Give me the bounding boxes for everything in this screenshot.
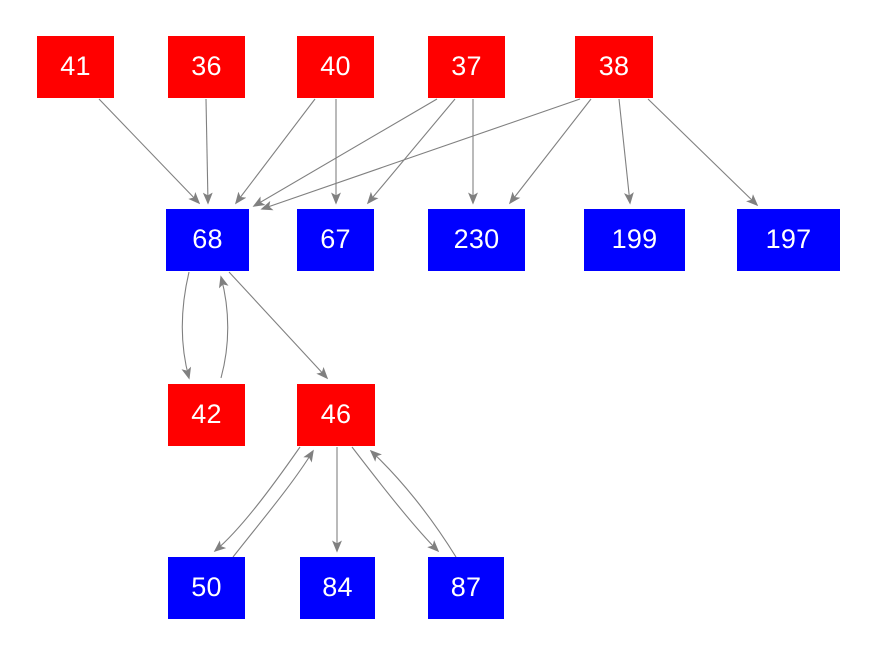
graph-edge-68-to-42 — [181, 271, 192, 380]
graph-edge-46-to-50 — [213, 446, 301, 553]
graph-edge-38-to-230 — [508, 98, 592, 205]
graph-edge-36-to-68 — [202, 98, 213, 205]
graph-edge-40-to-68 — [235, 98, 316, 205]
graph-node-50[interactable]: 50 — [168, 557, 245, 619]
graph-edge-46-to-87 — [351, 446, 440, 553]
graph-edge-37-to-67 — [366, 98, 456, 205]
graph-node-68[interactable]: 68 — [166, 209, 249, 271]
graph-node-label: 87 — [450, 571, 482, 602]
graph-node-67[interactable]: 67 — [297, 209, 374, 271]
graph-node-40[interactable]: 40 — [297, 36, 374, 98]
graph-edge-38-to-68 — [260, 98, 581, 211]
graph-node-label: 46 — [320, 398, 352, 429]
graph-edge-38-to-199 — [618, 98, 634, 205]
graph-node-label: 40 — [320, 50, 351, 81]
graph-node-84[interactable]: 84 — [300, 557, 375, 619]
graph-node-230[interactable]: 230 — [428, 209, 525, 271]
graph-node-label: 42 — [191, 398, 222, 429]
graph-node-42[interactable]: 42 — [168, 384, 245, 446]
graph-node-46[interactable]: 46 — [297, 384, 375, 446]
graph-node-label: 36 — [191, 50, 222, 81]
graph-node-label: 68 — [192, 223, 223, 254]
graph-edge-37-to-68 — [252, 98, 438, 207]
graph-edge-68-to-46 — [228, 271, 329, 380]
graph-node-label: 67 — [320, 223, 351, 254]
graph-node-87[interactable]: 87 — [428, 557, 504, 619]
graph-node-label: 230 — [453, 223, 500, 254]
graph-node-36[interactable]: 36 — [168, 36, 245, 98]
graph-node-199[interactable]: 199 — [584, 209, 685, 271]
graph-edge-87-to-46 — [369, 449, 457, 558]
graph-node-label: 37 — [451, 50, 482, 81]
graph-node-38[interactable]: 38 — [575, 36, 653, 98]
graph-node-label: 84 — [322, 571, 353, 602]
graph-edge-42-to-68 — [218, 275, 229, 379]
graph-node-label: 197 — [765, 223, 812, 254]
graph-node-37[interactable]: 37 — [428, 36, 505, 98]
graph-node-label: 38 — [598, 50, 630, 81]
graph-node-41[interactable]: 41 — [37, 36, 114, 98]
graph-edge-41-to-68 — [98, 98, 201, 205]
graph-edge-50-to-46 — [232, 449, 314, 558]
graph-node-label: 50 — [191, 571, 222, 602]
graph-node-label: 199 — [611, 223, 658, 254]
graph-node-label: 41 — [60, 50, 91, 81]
graph-node-197[interactable]: 197 — [737, 209, 840, 271]
graph-edge-38-to-197 — [647, 98, 759, 207]
graph-edges — [98, 98, 759, 558]
